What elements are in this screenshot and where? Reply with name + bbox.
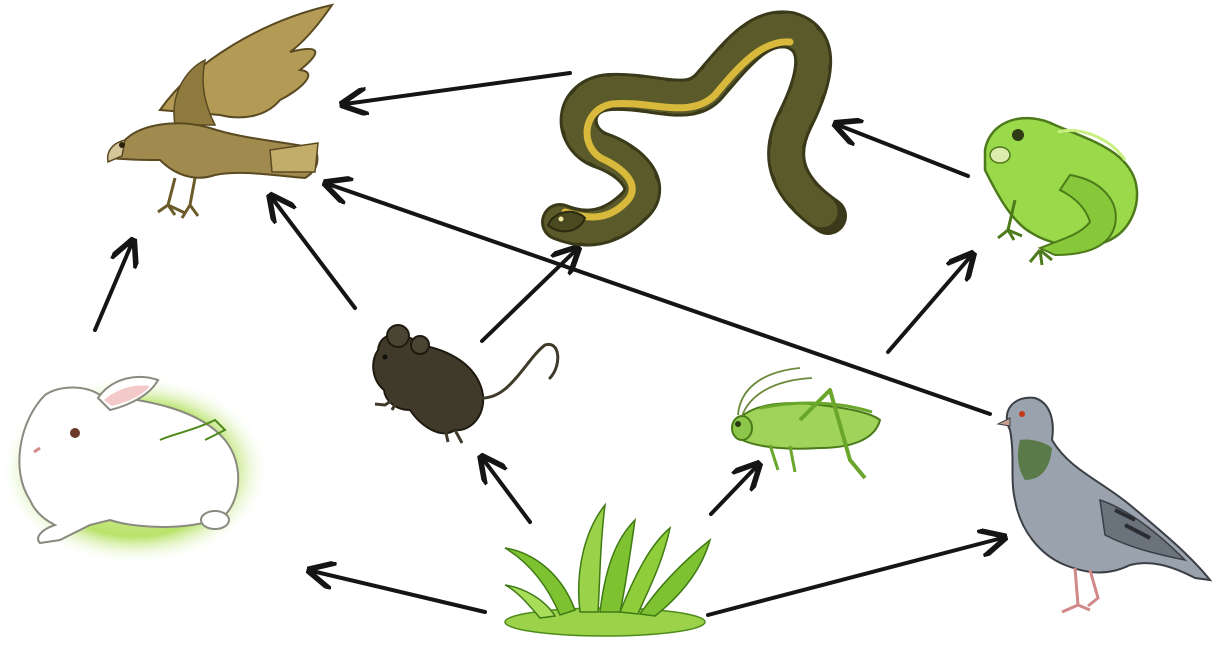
hawk-icon (108, 5, 332, 218)
arrow-grass-to-mouse (483, 459, 530, 522)
arrow-frog-to-snake (838, 125, 968, 176)
grasshopper-icon (732, 368, 880, 478)
frog-icon (985, 118, 1137, 265)
pigeon-icon (998, 398, 1210, 612)
mouse-icon (373, 325, 558, 443)
arrow-mouse-to-hawk (272, 198, 355, 308)
arrow-snake-to-hawk (345, 73, 570, 104)
arrow-rabbit-to-hawk (95, 243, 132, 330)
arrow-grass-to-pigeon (708, 538, 1002, 615)
arrow-grass-to-rabbit (312, 571, 485, 612)
rabbit-icon (0, 375, 270, 565)
arrow-grass-to-grasshopper (711, 466, 757, 514)
arrow-grasshopper-to-frog (888, 256, 971, 352)
grass-icon (505, 505, 710, 636)
snake-icon (548, 29, 828, 231)
